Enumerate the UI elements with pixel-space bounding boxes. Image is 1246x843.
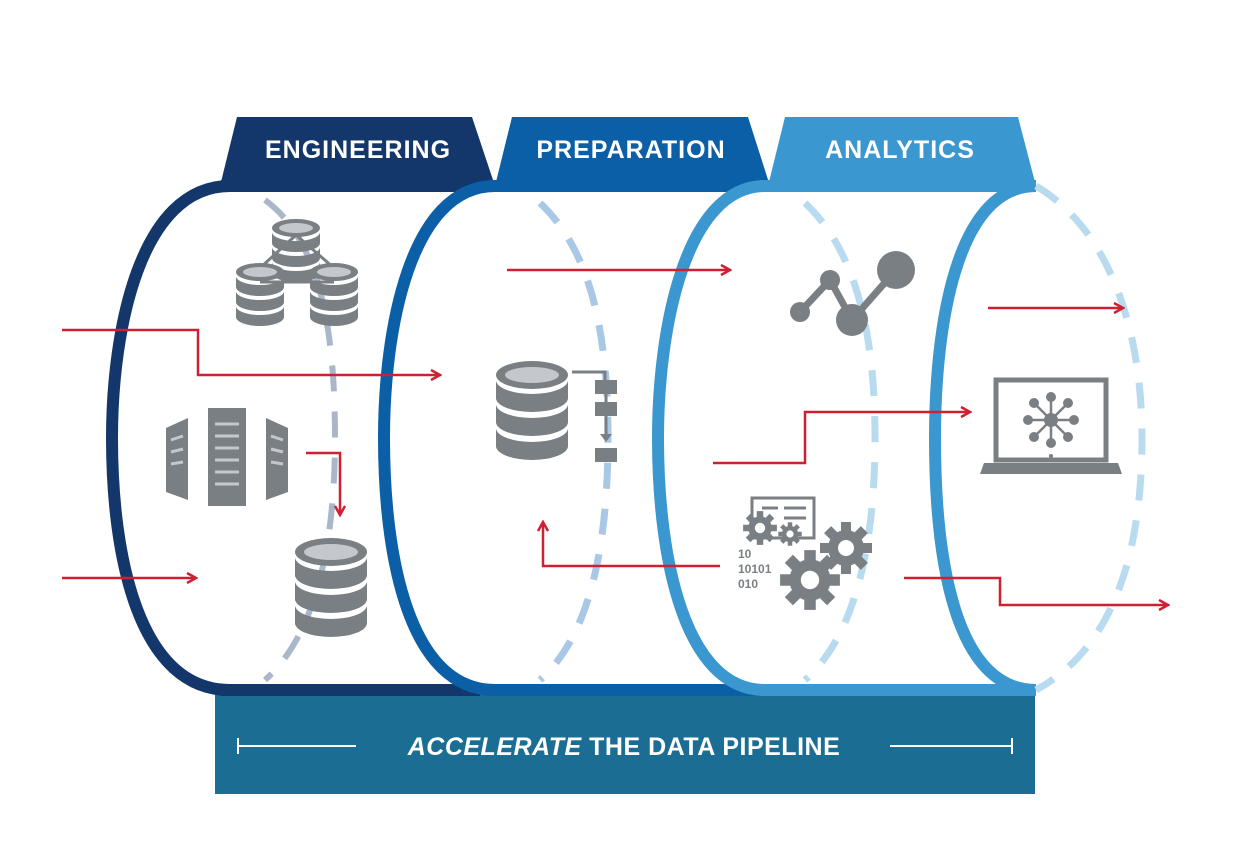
tube-engineering-front xyxy=(105,180,231,696)
flow-arrow xyxy=(306,451,340,515)
banner-text: THE DATA PIPELINE xyxy=(582,733,841,761)
flow-arrows xyxy=(62,270,1168,605)
tube-analytics-back xyxy=(802,200,879,683)
flow-arrow xyxy=(904,576,1168,605)
tube-preparation xyxy=(377,180,760,696)
database-workflow-icon xyxy=(496,361,617,462)
flow-arrow xyxy=(713,412,970,465)
banner-emphasis: ACCELERATE xyxy=(407,733,583,761)
tube-engineering xyxy=(105,180,480,696)
code-gears-icon: 10 10101 010 xyxy=(738,496,872,610)
tube-end xyxy=(928,180,1146,696)
flow-arrow xyxy=(543,522,720,568)
tab-analytics-shape xyxy=(768,117,1036,186)
line-graph-icon xyxy=(790,251,915,336)
banner: ACCELERATE THE DATA PIPELINE xyxy=(215,690,1035,794)
tube-preparation-rails xyxy=(490,180,760,696)
tube-analytics-rails xyxy=(760,180,1036,696)
server-rack-icon xyxy=(166,408,288,506)
tube-end-back xyxy=(1034,182,1146,694)
database-icon xyxy=(295,538,367,637)
database-network-icon xyxy=(236,219,358,326)
tab-engineering-shape xyxy=(220,117,495,186)
tab-preparation: PREPARATION xyxy=(495,117,770,186)
flow-arrow xyxy=(62,328,440,375)
tube-engineering-back xyxy=(263,197,339,683)
tube-end-front xyxy=(928,180,1037,696)
tube-analytics xyxy=(651,180,1036,696)
tab-analytics: ANALYTICS xyxy=(768,117,1036,186)
svg-text:10: 10 xyxy=(738,547,752,561)
tab-engineering-label: ENGINEERING xyxy=(265,136,451,164)
tab-preparation-label: PREPARATION xyxy=(536,136,725,164)
svg-text:10101: 10101 xyxy=(738,562,772,576)
tube-engineering-rails xyxy=(221,180,480,696)
laptop-network-icon xyxy=(980,377,1122,474)
tab-preparation-shape xyxy=(495,117,770,186)
tab-engineering: ENGINEERING xyxy=(220,117,495,186)
banner-background xyxy=(215,690,1035,794)
svg-text:010: 010 xyxy=(738,577,758,591)
tab-analytics-label: ANALYTICS xyxy=(825,136,975,164)
tube-preparation-front xyxy=(377,180,496,696)
banner-title: ACCELERATE THE DATA PIPELINE xyxy=(407,733,841,761)
tube-analytics-front xyxy=(651,180,766,696)
